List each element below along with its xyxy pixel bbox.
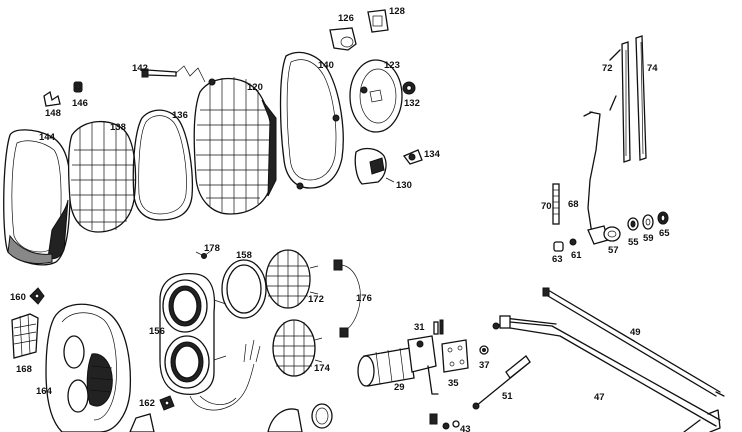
part-59 — [642, 214, 654, 230]
label-148: 148 — [45, 108, 61, 119]
label-162: 162 — [139, 398, 155, 409]
part-72-74-wiper-blades — [609, 35, 647, 163]
part-37 — [479, 345, 489, 355]
label-70: 70 — [541, 201, 552, 212]
label-51: 51 — [502, 391, 513, 402]
label-123: 123 — [384, 60, 400, 71]
part-158 — [221, 259, 267, 319]
label-72: 72 — [602, 63, 613, 74]
part-35-plate — [441, 339, 469, 373]
label-140: 140 — [318, 60, 334, 71]
label-136: 136 — [172, 110, 188, 121]
part-162 — [159, 395, 175, 411]
label-130: 130 — [396, 180, 412, 191]
label-59: 59 — [643, 233, 654, 244]
label-176: 176 — [356, 293, 372, 304]
part-47-linkage-bar — [492, 315, 721, 432]
label-29: 29 — [394, 382, 405, 393]
part-172 — [265, 249, 319, 309]
label-126: 126 — [338, 13, 354, 24]
label-144: 144 — [39, 132, 56, 143]
label-168: 168 — [16, 364, 32, 375]
label-174: 174 — [314, 363, 331, 374]
label-63: 63 — [552, 254, 563, 265]
part-49-linkage-bar — [542, 287, 725, 397]
part-29-wiper-motor — [357, 335, 439, 395]
label-35: 35 — [448, 378, 459, 389]
label-43: 43 — [460, 424, 471, 432]
wiring-loom — [189, 339, 261, 411]
part-126 — [329, 27, 357, 51]
label-57: 57 — [608, 245, 619, 256]
part-138 — [68, 120, 137, 233]
part-123 — [349, 59, 403, 133]
label-132: 132 — [404, 98, 420, 109]
label-120: 120 — [247, 82, 263, 93]
part-61 — [569, 238, 577, 246]
label-65: 65 — [659, 228, 670, 239]
part-70-spring — [552, 183, 560, 225]
label-68: 68 — [568, 199, 579, 210]
part-140 — [279, 51, 344, 190]
label-142: 142 — [132, 63, 148, 74]
part-65 — [657, 211, 669, 225]
part-bottom-lens-fragment — [129, 403, 333, 432]
part-164 — [45, 303, 132, 432]
label-37: 37 — [479, 360, 490, 371]
label-74: 74 — [647, 63, 658, 74]
label-61: 61 — [571, 250, 582, 261]
part-51-linkage-rod — [472, 355, 531, 410]
part-168 — [11, 313, 39, 359]
label-156: 156 — [149, 326, 165, 337]
label-31: 31 — [414, 322, 425, 333]
label-134: 134 — [424, 149, 441, 160]
label-178: 178 — [204, 243, 220, 254]
part-142 — [141, 65, 206, 83]
part-132 — [402, 81, 416, 95]
part-144 — [3, 129, 71, 266]
part-120 — [193, 77, 277, 215]
label-172: 172 — [308, 294, 324, 305]
part-156 — [159, 272, 227, 396]
part-178 — [195, 249, 213, 259]
label-138: 138 — [110, 122, 126, 133]
part-68-wiper-arm — [583, 111, 609, 245]
label-160: 160 — [10, 292, 26, 303]
label-158: 158 — [236, 250, 252, 261]
part-146 — [73, 81, 83, 93]
part-128 — [367, 9, 389, 33]
part-31 — [433, 319, 444, 335]
part-63 — [553, 241, 564, 252]
part-148 — [43, 90, 61, 107]
part-174 — [272, 319, 323, 377]
label-146: 146 — [72, 98, 88, 109]
label-55: 55 — [628, 237, 639, 248]
part-55 — [627, 217, 639, 231]
label-164: 164 — [36, 386, 53, 397]
part-134 — [402, 149, 423, 165]
part-43 — [429, 413, 460, 430]
part-136 — [132, 109, 194, 221]
part-160 — [29, 287, 45, 305]
label-49: 49 — [630, 327, 641, 338]
part-130 — [354, 147, 395, 185]
label-47: 47 — [594, 392, 605, 403]
part-176 — [333, 259, 361, 338]
label-128: 128 — [389, 6, 405, 17]
part-57 — [603, 226, 621, 242]
